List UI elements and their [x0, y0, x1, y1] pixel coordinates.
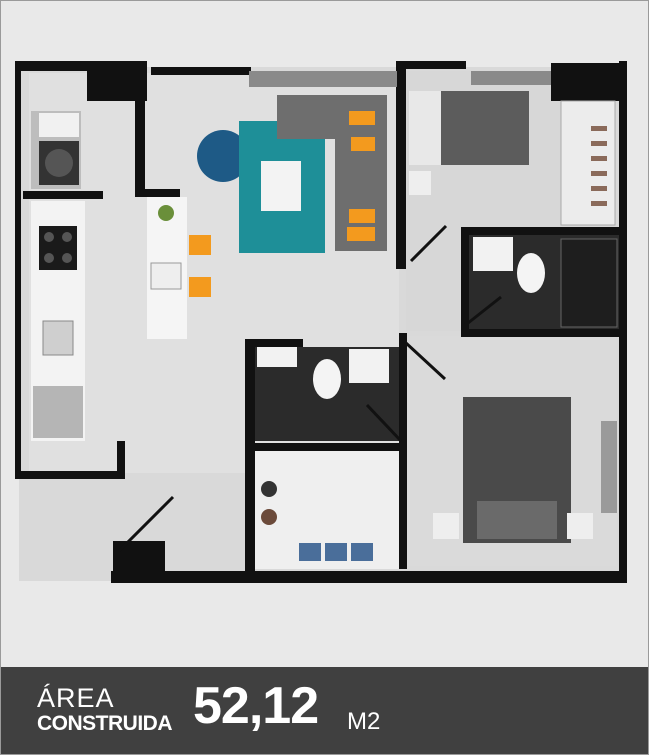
- apartment-floorplan-illustration: [15, 61, 627, 583]
- floorplan-image: [1, 1, 648, 667]
- area-value: 52,12: [193, 677, 319, 735]
- area-footer: [1, 667, 648, 754]
- area-label-line2: CONSTRUIDA: [37, 712, 173, 735]
- area-label-line1: ÁREA: [37, 683, 115, 713]
- area-unit: M2: [347, 708, 381, 735]
